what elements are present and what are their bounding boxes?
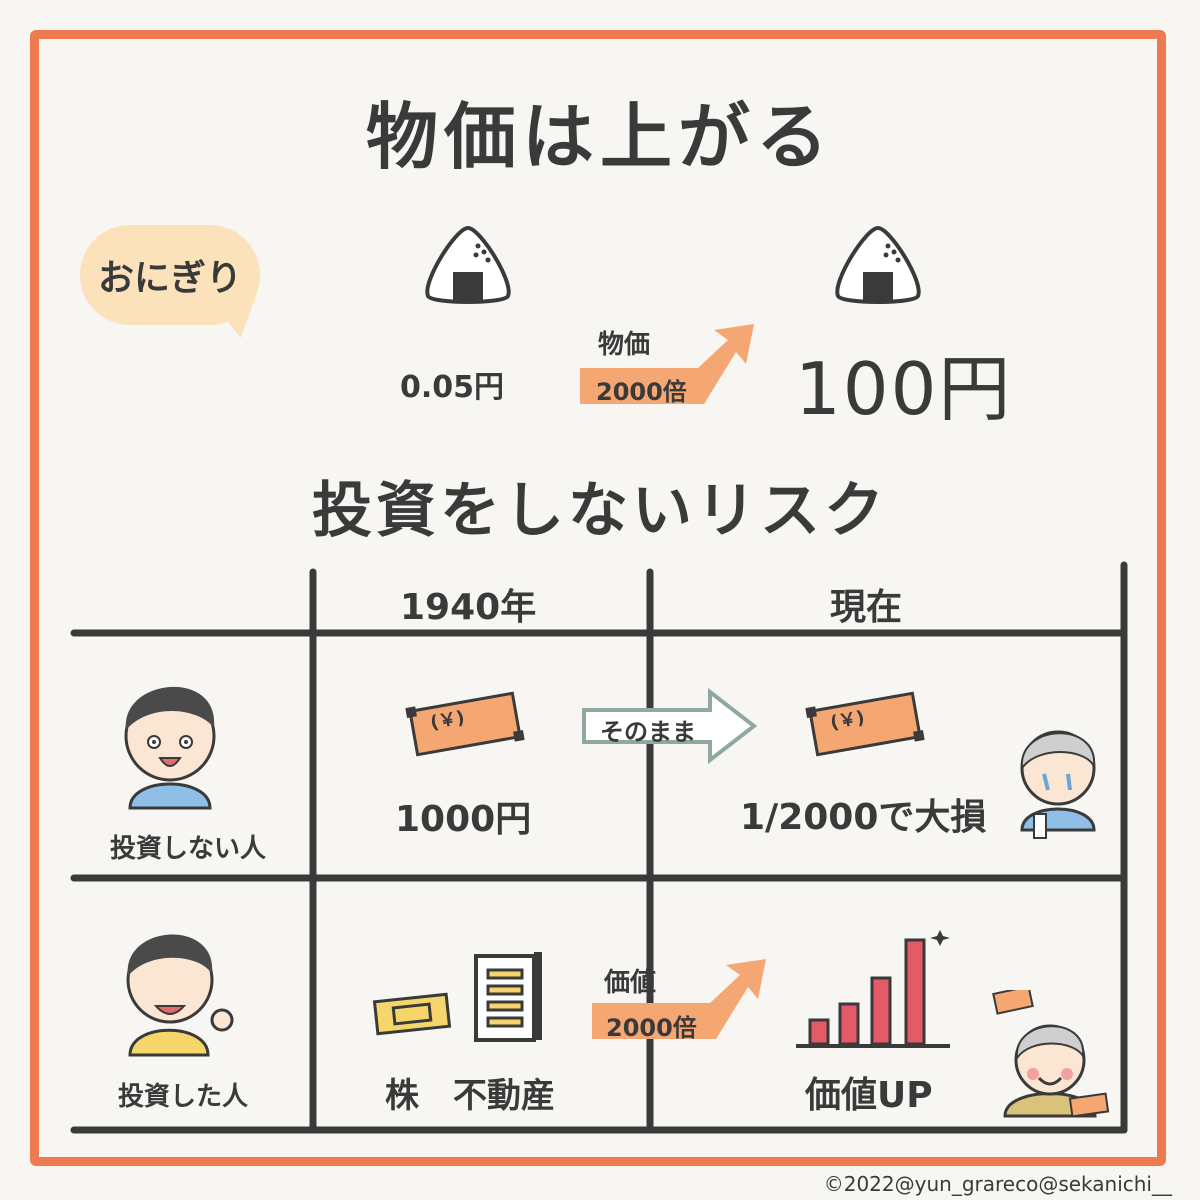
onigiri-icon <box>425 225 511 304</box>
price-after: 100円 <box>795 347 1013 431</box>
building-icon <box>474 952 542 1042</box>
section-title: 投資をしないリスク <box>312 476 888 546</box>
old-person-crying-icon <box>1020 730 1096 839</box>
speech-bubble: おにぎり <box>80 225 260 325</box>
row-label-investing: 投資した人 <box>118 1082 249 1112</box>
bar-growth-icon <box>796 930 950 1048</box>
stock-certificate-icon <box>372 992 452 1036</box>
old-person-happy-icon <box>992 990 1110 1118</box>
col-header-1940: 1940年 <box>400 587 537 628</box>
price-arrow-multiplier: 2000倍 <box>596 378 687 406</box>
person-not-investing-icon <box>124 686 216 810</box>
value-arrow-multiplier: 2000倍 <box>606 1014 697 1042</box>
arrow-right-outline-icon <box>582 688 758 764</box>
person-investing-icon <box>126 934 234 1057</box>
page-title: 物価は上がる <box>365 95 834 179</box>
banknote-icon <box>805 691 925 757</box>
price-before: 0.05円 <box>400 370 505 405</box>
cash-amount: 1000円 <box>395 799 532 840</box>
arrow-up-right-icon <box>580 324 754 404</box>
arrow-up-right-icon <box>592 959 766 1039</box>
banknote-icon <box>405 691 525 757</box>
price-arrow-label: 物価 <box>598 330 651 360</box>
result-value-up: 価値UP <box>805 1075 933 1116</box>
col-header-now: 現在 <box>830 587 903 628</box>
copyright-credit: ©2022@yun_grareco@sekanichi__ <box>823 1172 1172 1196</box>
row-label-not-investing: 投資しない人 <box>110 834 267 864</box>
page-frame <box>30 30 1166 1166</box>
arrow-label-as-is: そのまま <box>600 718 696 746</box>
result-big-loss: 1/2000で大損 <box>740 797 987 838</box>
onigiri-icon <box>835 225 921 304</box>
value-arrow-label: 価値 <box>604 968 657 998</box>
assets-label: 株 不動産 <box>385 1076 555 1116</box>
